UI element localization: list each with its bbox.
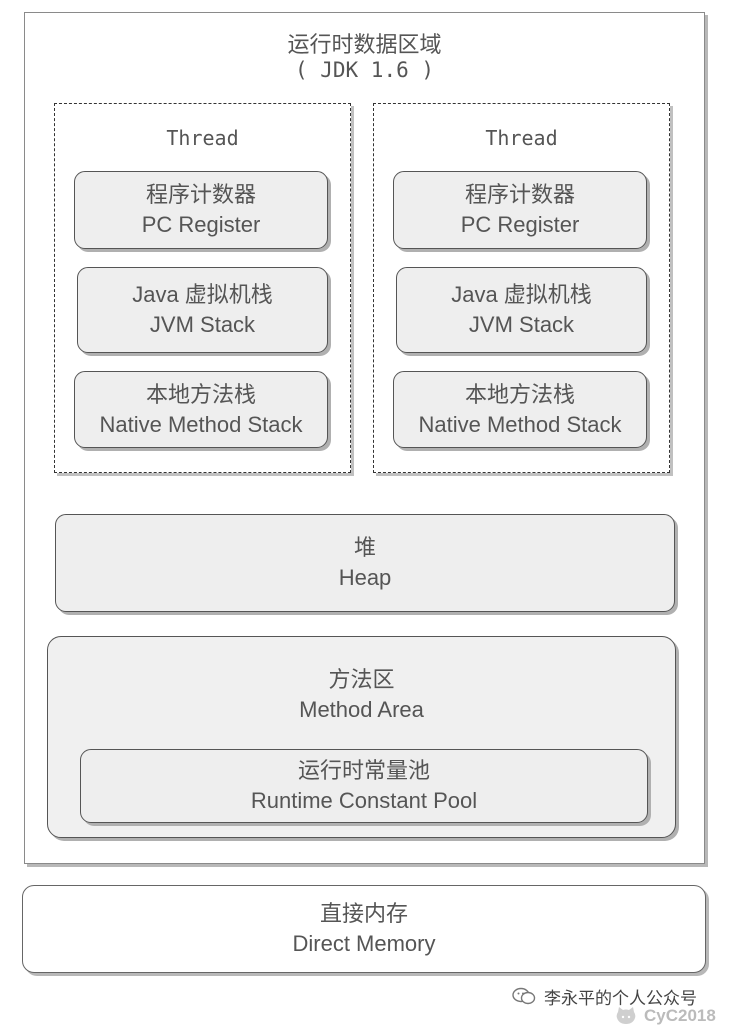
pc-register-box: 程序计数器 PC Register: [393, 171, 647, 249]
jvm-stack-zh: Java 虚拟机栈: [451, 282, 592, 307]
direct-memory-zh: 直接内存: [319, 901, 408, 926]
method-area-en: Method Area: [299, 697, 424, 722]
runtime-data-area-subtitle: ( JDK 1.6 ): [294, 58, 435, 82]
direct-memory-box: 直接内存 Direct Memory: [22, 885, 706, 973]
watermark-account-text: 李永平的个人公众号: [544, 988, 697, 1008]
native-method-stack-zh: 本地方法栈: [145, 381, 256, 407]
jvm-stack-box: Java 虚拟机栈 JVM Stack: [396, 267, 647, 353]
runtime-constant-pool-box: 运行时常量池 Runtime Constant Pool: [80, 749, 648, 823]
pc-register-zh: 程序计数器: [464, 182, 575, 207]
pc-register-box: 程序计数器 PC Register: [74, 171, 328, 249]
method-area-zh: 方法区: [328, 667, 395, 692]
thread-label: Thread: [485, 126, 558, 150]
method-area-label: 方法区 Method Area: [47, 665, 676, 725]
native-method-stack-zh: 本地方法栈: [464, 381, 575, 407]
runtime-constant-pool-zh: 运行时常量池: [297, 758, 430, 783]
pc-register-zh: 程序计数器: [145, 182, 256, 207]
native-method-stack-en: Native Method Stack: [99, 411, 303, 437]
native-method-stack-en: Native Method Stack: [418, 411, 622, 437]
pc-register-en: PC Register: [141, 212, 261, 237]
native-method-stack-box: 本地方法栈 Native Method Stack: [74, 371, 328, 448]
heap-box: 堆 Heap: [55, 514, 675, 612]
watermark-author-text: CyC2018: [644, 1006, 716, 1025]
heap-zh: 堆: [353, 535, 376, 560]
jvm-stack-zh: Java 虚拟机栈: [132, 282, 273, 307]
direct-memory-en: Direct Memory: [292, 931, 436, 956]
watermark-author: CyC2018: [614, 1005, 729, 1027]
jvm-stack-en: JVM Stack: [468, 312, 575, 337]
pc-register-en: PC Register: [460, 212, 580, 237]
heap-en: Heap: [338, 565, 392, 590]
jvm-stack-en: JVM Stack: [149, 312, 256, 337]
github-cat-icon: [616, 1007, 636, 1024]
runtime-data-area-title: 运行时数据区域: [287, 32, 442, 57]
jvm-stack-box: Java 虚拟机栈 JVM Stack: [77, 267, 328, 353]
native-method-stack-box: 本地方法栈 Native Method Stack: [393, 371, 647, 448]
watermark-account: 李永平的个人公众号: [512, 986, 727, 1008]
runtime-constant-pool-en: Runtime Constant Pool: [250, 788, 478, 813]
thread-label: Thread: [166, 126, 239, 150]
wechat-icon: [512, 987, 536, 1005]
